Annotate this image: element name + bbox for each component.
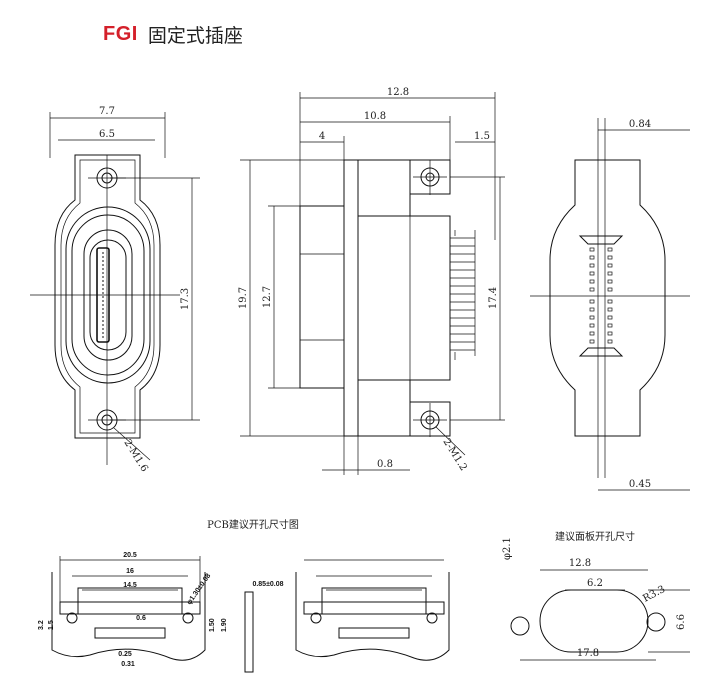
side-body: 10.8	[364, 111, 386, 122]
pcb-pad: 0.25	[118, 651, 132, 658]
side-plate: 0.8	[377, 459, 393, 470]
side-height-body: 12.7	[262, 286, 273, 308]
rear-pin-pads	[589, 247, 613, 344]
rear-bottom-gap: 0.45	[629, 479, 651, 490]
front-width-inner: 6.5	[99, 129, 115, 140]
rear-top-gap: 0.84	[629, 119, 651, 130]
pcb-caption: PCB建议开孔尺寸图	[207, 518, 299, 531]
side-view: 12.8 10.8 4 1.5 19.7 12.7 17.4 0.8 2-M1.…	[238, 87, 505, 475]
pcb-pad2: 0.31	[121, 661, 135, 668]
pcb-w3: 14.5	[123, 582, 137, 589]
pcb-view-left: 20.5 16 14.5 0.6 φ1.30±0.08 1.50 1.90 3.…	[38, 552, 228, 668]
pcb-cutout-section: PCB建议开孔尺寸图 20.5 16 14.5 0.6 φ1.30±0.08 1…	[38, 518, 450, 673]
pcb-plate: 0.85±0.08	[252, 581, 283, 588]
pcb-hole: φ1.30±0.08	[186, 572, 212, 606]
side-total: 12.8	[387, 87, 409, 98]
panel-cutout-section: 建议面板开孔尺寸 12.8 6.2 R3.3 6.6 17.8 φ2.1	[502, 530, 690, 661]
pcb-w2: 16	[126, 568, 134, 575]
panel-inner: 6.2	[587, 578, 603, 589]
panel-radius: R3.3	[641, 584, 667, 605]
front-height: 17.3	[180, 288, 191, 310]
pcb-h2: 1.90	[221, 618, 228, 632]
side-height-total: 19.7	[238, 287, 249, 309]
rear-view: 0.84 0.45	[530, 118, 690, 491]
page-title: FGI 固定式插座	[103, 17, 243, 51]
front-view: 7.7 6.5 17.3 2-M1.6	[30, 106, 200, 474]
side-pin-span: 17.4	[488, 287, 499, 309]
panel-total: 17.8	[577, 648, 599, 659]
pcb-h1: 1.50	[209, 618, 216, 632]
pcb-pitch: 0.6	[136, 615, 146, 622]
panel-height: 6.6	[676, 614, 687, 630]
pcb-off2: 1.5	[48, 620, 55, 630]
pcb-view-right	[295, 559, 450, 661]
pcb-off: 3.2	[38, 620, 45, 630]
panel-hole-diameter: φ2.1	[502, 537, 513, 560]
side-flange: 4	[319, 131, 325, 142]
panel-width: 12.8	[569, 558, 591, 569]
pin-array	[450, 230, 476, 360]
pcb-w1: 20.5	[123, 552, 137, 559]
side-pin-pitch: 1.5	[474, 131, 490, 142]
product-name: 固定式插座	[147, 24, 243, 47]
panel-caption: 建议面板开孔尺寸	[555, 530, 635, 543]
front-width-outer: 7.7	[99, 106, 115, 117]
brand-logo-text: FGI	[103, 22, 138, 45]
